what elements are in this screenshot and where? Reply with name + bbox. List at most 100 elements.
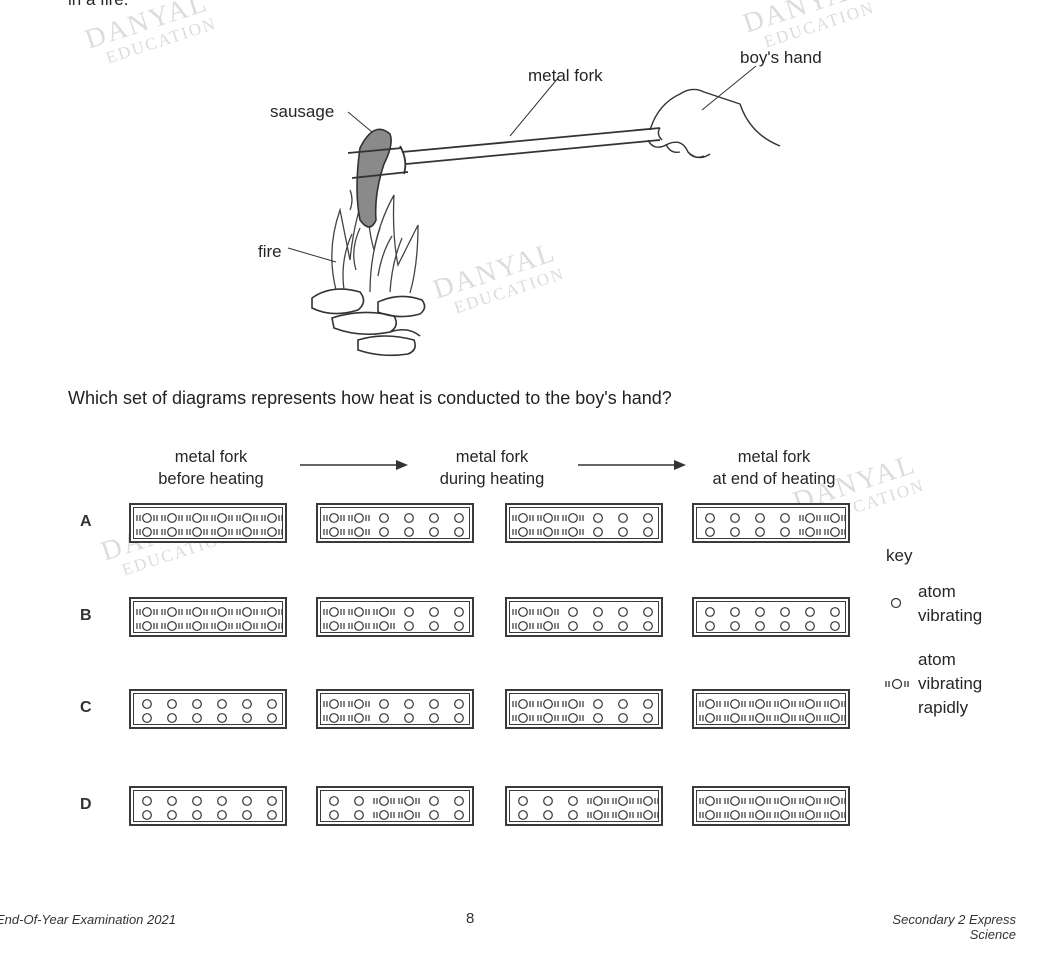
atom-rapid — [512, 513, 534, 523]
atom — [142, 810, 152, 820]
atom-rapid — [512, 527, 534, 537]
atom — [830, 621, 840, 631]
atom-rapid — [348, 621, 370, 631]
atom — [780, 527, 790, 537]
atom — [379, 513, 389, 523]
atom — [379, 527, 389, 537]
metal-fork-label: metal fork — [528, 66, 603, 85]
atom — [329, 810, 339, 820]
atom — [454, 621, 464, 631]
atom-rapid — [261, 607, 283, 617]
atom-rapid — [799, 713, 821, 723]
footer-page-number: 8 — [466, 910, 475, 927]
atom-rapid — [637, 796, 659, 806]
atom-rapid — [348, 713, 370, 723]
atom-diagram-box — [129, 786, 287, 826]
atom-rapid — [348, 699, 370, 709]
atom-diagram-box — [692, 597, 850, 637]
atom-rapid — [824, 796, 846, 806]
atom — [755, 621, 765, 631]
atom — [404, 699, 414, 709]
atom — [429, 513, 439, 523]
atom-rapid — [136, 621, 158, 631]
atom — [643, 699, 653, 709]
atom — [705, 621, 715, 631]
atom — [518, 810, 528, 820]
atom-rapid — [186, 621, 208, 631]
atom — [568, 810, 578, 820]
atom-rapid — [323, 527, 345, 537]
fire-flames — [331, 179, 419, 294]
atom-rapid — [398, 796, 420, 806]
key-atom-icon — [890, 597, 902, 609]
atom-rapid — [236, 621, 258, 631]
leader-fork — [509, 77, 559, 137]
atom-rapid — [824, 527, 846, 537]
atom-diagram-box — [505, 786, 663, 826]
atom-rapid — [749, 810, 771, 820]
atom — [593, 513, 603, 523]
fire-label: fire — [258, 242, 282, 261]
atom — [354, 810, 364, 820]
atom — [217, 699, 227, 709]
atom — [805, 607, 815, 617]
atom-rapid — [512, 713, 534, 723]
atom — [618, 713, 628, 723]
atom — [618, 699, 628, 709]
atom — [568, 796, 578, 806]
option-label-d: D — [80, 796, 92, 813]
atom-rapid — [323, 621, 345, 631]
atom — [429, 796, 439, 806]
atom — [404, 527, 414, 537]
atom-rapid — [774, 699, 796, 709]
atom-rapid — [824, 699, 846, 709]
atom-diagram-box — [129, 597, 287, 637]
atom-rapid — [161, 607, 183, 617]
leader-hand — [701, 65, 757, 111]
atom-rapid — [824, 713, 846, 723]
atom — [217, 713, 227, 723]
atom-rapid — [724, 713, 746, 723]
atom-diagram-box — [505, 689, 663, 729]
atom — [618, 527, 628, 537]
atom — [518, 796, 528, 806]
atom-rapid — [749, 699, 771, 709]
atom — [543, 810, 553, 820]
atom — [192, 713, 202, 723]
atom — [379, 713, 389, 723]
atom-rapid — [724, 810, 746, 820]
atom — [643, 621, 653, 631]
atom — [429, 607, 439, 617]
option-label-a: A — [80, 513, 92, 530]
atom — [242, 699, 252, 709]
atom-rapid — [637, 810, 659, 820]
atom — [242, 810, 252, 820]
atom — [830, 607, 840, 617]
atom — [618, 607, 628, 617]
atom-rapid — [537, 527, 559, 537]
atom-rapid — [211, 621, 233, 631]
atom — [242, 796, 252, 806]
atom-rapid — [749, 713, 771, 723]
atom — [730, 513, 740, 523]
atom-rapid — [512, 607, 534, 617]
atom-rapid — [348, 527, 370, 537]
atom — [429, 527, 439, 537]
atom-rapid — [398, 810, 420, 820]
atom-rapid — [136, 527, 158, 537]
atom-diagram-box — [692, 689, 850, 729]
sausage-shape — [356, 128, 392, 228]
atom-rapid — [236, 527, 258, 537]
atom-diagram-box — [316, 503, 474, 543]
atom — [404, 607, 414, 617]
atom-rapid — [323, 513, 345, 523]
atom — [142, 796, 152, 806]
atom-rapid — [136, 513, 158, 523]
atom-rapid — [186, 607, 208, 617]
atom — [454, 699, 464, 709]
atom-diagram-box — [692, 786, 850, 826]
atom-rapid — [799, 699, 821, 709]
